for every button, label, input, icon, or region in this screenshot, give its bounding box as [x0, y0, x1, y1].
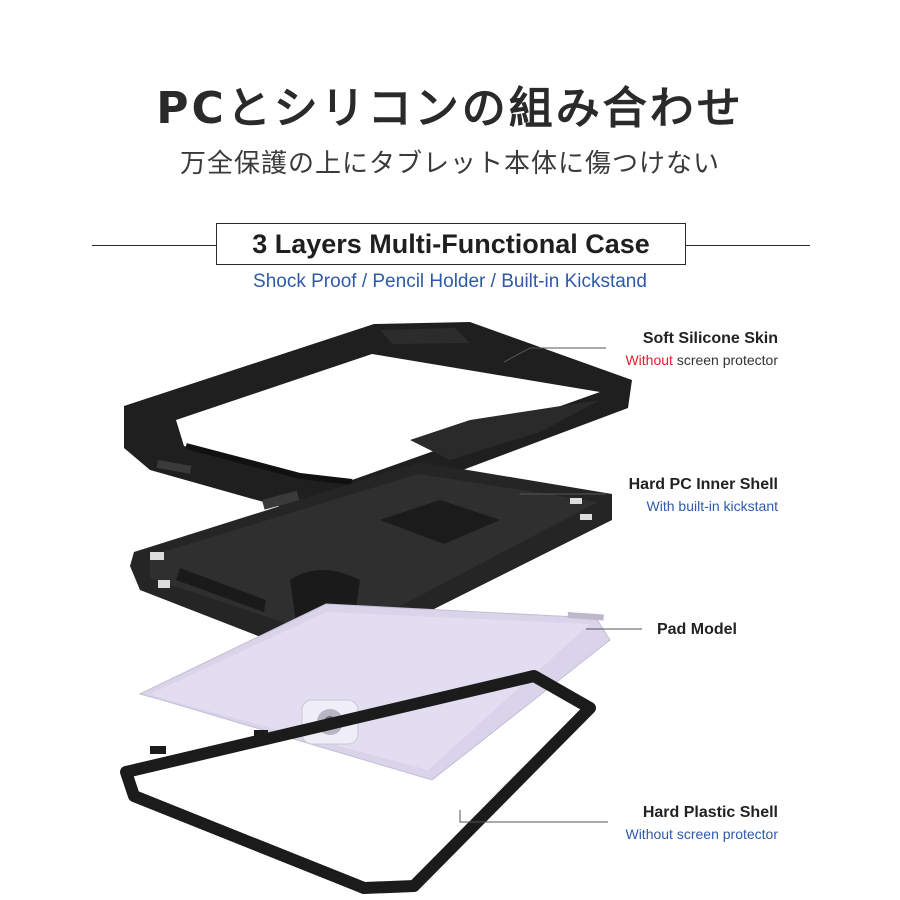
page-title: PCとシリコンの組み合わせ [156, 83, 744, 134]
callout-note-highlight: Without [625, 352, 673, 368]
callout-note: With built-in kickstant [646, 498, 778, 514]
callout-title: Hard PC Inner Shell [628, 476, 778, 493]
callout-silicone-skin: Soft Silicone Skin Without screen protec… [625, 330, 778, 368]
callout-plastic-shell: Hard Plastic Shell Without screen protec… [625, 804, 778, 842]
plastic-shell-layer [120, 670, 596, 894]
callout-note: Without screen protector [625, 352, 778, 368]
callout-pc-inner-shell: Hard PC Inner Shell With built-in kickst… [629, 476, 778, 514]
section-title-box: 3 Layers Multi-Functional Case [216, 223, 686, 265]
callout-note-rest: screen protector [672, 352, 778, 368]
page-subtitle: 万全保護の上にタブレット本体に傷つけない [179, 149, 720, 179]
callout-title: Pad Model [656, 621, 737, 638]
callout-note: Without screen protector [625, 826, 778, 842]
callout-pad-model: Pad Model [657, 621, 737, 639]
callout-title: Soft Silicone Skin [642, 330, 778, 347]
callout-lines [459, 347, 642, 823]
silicone-skin-layer [124, 322, 632, 520]
callout-title: Hard Plastic Shell [642, 804, 778, 821]
features-line: Shock Proof / Pencil Holder / Built-in K… [253, 271, 647, 292]
divider-right [686, 245, 810, 246]
divider-left [92, 245, 216, 246]
